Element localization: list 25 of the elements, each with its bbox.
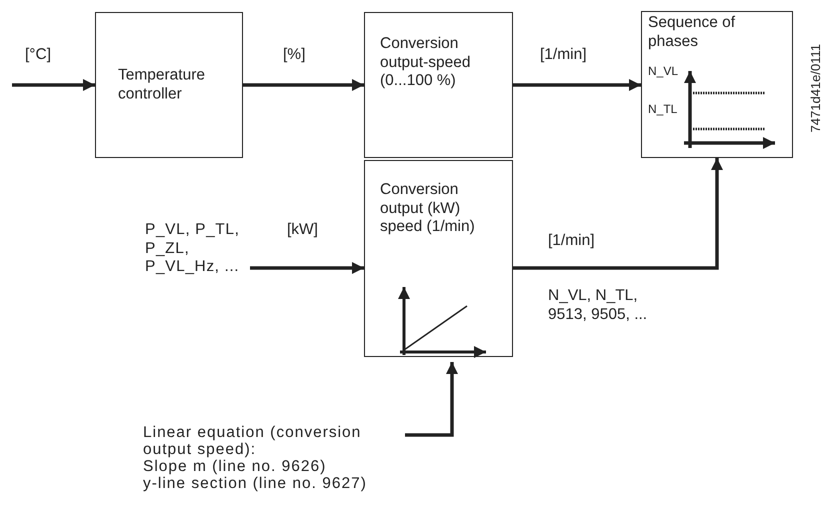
signal-list: N_VL, N_TL, 9513, 9505, ...	[548, 287, 668, 324]
note-text: Linear equation (conversion output speed): Slope m (line no. 9626) y-line section (line no. 9627)	[143, 424, 405, 492]
box-label: Conversion output (kW) speed (1/min)	[380, 181, 476, 237]
edge-label: [%]	[283, 46, 306, 65]
arrow	[513, 79, 641, 91]
process-box	[641, 11, 793, 158]
edge-label: [1/min]	[548, 232, 595, 251]
edge-label: [1/min]	[540, 46, 587, 65]
arrow	[405, 362, 458, 437]
box-label: Sequence of phases	[648, 14, 736, 52]
axis-label: N_VL	[648, 64, 678, 78]
box-label: Temperature controller	[118, 66, 206, 104]
document-code: 7471d41e/0111	[808, 44, 823, 132]
arrow	[12, 79, 95, 91]
process-box	[95, 12, 243, 158]
input-list: P_VL, P_TL, P_ZL, P_VL_Hz, ...	[145, 221, 250, 277]
edge-label: [°C]	[25, 46, 52, 65]
arrow	[513, 158, 723, 270]
process-box	[364, 160, 513, 357]
process-box	[364, 12, 513, 158]
arrow	[243, 79, 364, 91]
axis-label: N_TL	[648, 102, 678, 116]
box-label: Conversion output-speed (0...100 %)	[380, 35, 472, 91]
edge-label: [kW]	[287, 221, 318, 240]
arrow	[250, 262, 364, 274]
